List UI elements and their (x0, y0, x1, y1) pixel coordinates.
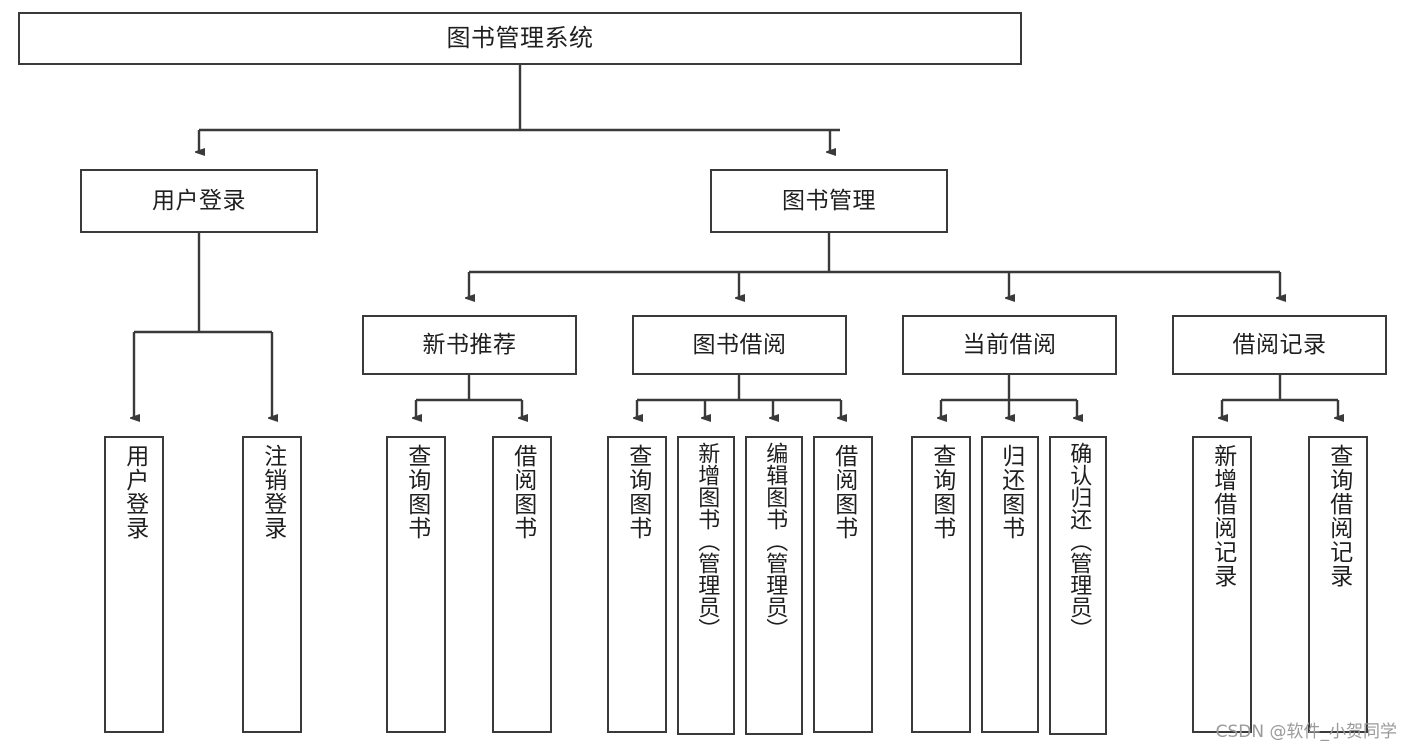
node-label: 查询图书 (624, 444, 651, 540)
leaf-logout-login[interactable]: 注销登录 (242, 436, 302, 733)
node-current-borrow[interactable]: 当前借阅 (902, 315, 1117, 375)
node-label: 当前借阅 (962, 331, 1057, 358)
node-label: 归还图书 (997, 444, 1024, 540)
leaf-query-book-borrow[interactable]: 查询图书 (607, 436, 667, 733)
leaf-borrow-book-recommend[interactable]: 借阅图书 (492, 436, 552, 733)
node-label: 新书推荐 (422, 331, 517, 358)
node-borrow-record[interactable]: 借阅记录 (1172, 315, 1387, 375)
leaf-query-book-current[interactable]: 查询图书 (911, 436, 971, 733)
node-new-book-recommend[interactable]: 新书推荐 (362, 315, 577, 375)
node-label: 用户登录 (121, 444, 148, 540)
node-label: 借阅图书 (830, 444, 857, 540)
node-label: 借阅记录 (1232, 331, 1327, 358)
node-label: 确认归还（管理员） (1066, 442, 1092, 640)
node-root-system[interactable]: 图书管理系统 (18, 12, 1022, 65)
node-label: 借阅图书 (509, 444, 536, 540)
node-label: 图书借阅 (692, 331, 787, 358)
leaf-borrow-book[interactable]: 借阅图书 (813, 436, 873, 733)
leaf-add-book-admin[interactable]: 新增图书（管理员） (677, 436, 735, 735)
node-user-login[interactable]: 用户登录 (80, 169, 318, 233)
node-label: 编辑图书（管理员） (762, 442, 788, 640)
leaf-edit-book-admin[interactable]: 编辑图书（管理员） (745, 436, 803, 735)
node-label: 图书管理系统 (446, 23, 594, 52)
node-label: 新增借阅记录 (1209, 444, 1236, 588)
leaf-add-borrow-record[interactable]: 新增借阅记录 (1192, 436, 1252, 733)
node-book-borrow[interactable]: 图书借阅 (632, 315, 847, 375)
leaf-confirm-return-admin[interactable]: 确认归还（管理员） (1049, 436, 1107, 735)
csdn-watermark: CSDN @软件_小贺同学 (1215, 722, 1397, 742)
node-label: 查询借阅记录 (1325, 444, 1352, 588)
node-label: 用户登录 (152, 187, 246, 214)
node-book-manage[interactable]: 图书管理 (710, 169, 948, 233)
node-label: 新增图书（管理员） (694, 442, 720, 640)
leaf-query-borrow-record[interactable]: 查询借阅记录 (1308, 436, 1368, 733)
node-label: 图书管理 (782, 187, 876, 214)
node-label: 查询图书 (928, 444, 955, 540)
leaf-query-book-recommend[interactable]: 查询图书 (386, 436, 446, 733)
leaf-user-login[interactable]: 用户登录 (104, 436, 164, 733)
leaf-return-book[interactable]: 归还图书 (981, 436, 1039, 733)
node-label: 注销登录 (259, 444, 286, 540)
node-label: 查询图书 (403, 444, 430, 540)
